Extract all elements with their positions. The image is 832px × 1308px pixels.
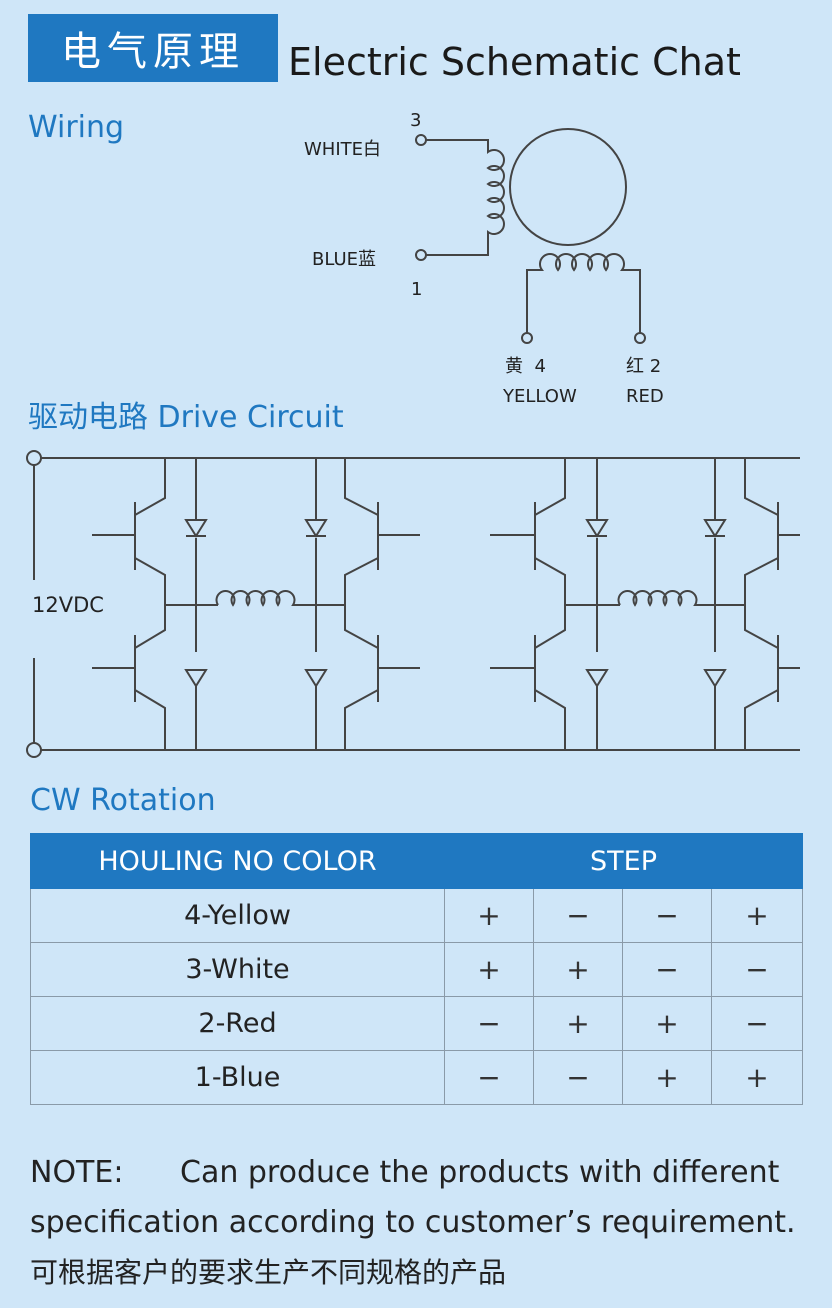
diode-d2: [184, 669, 208, 688]
step-cell: −: [533, 888, 623, 943]
rotation-heading: CW Rotation: [30, 783, 216, 818]
step-cell: −: [622, 888, 712, 943]
wiring-heading: Wiring: [28, 110, 125, 145]
motor-circle: [509, 128, 627, 246]
transistor-q2: [92, 605, 166, 750]
terminal-negative: [26, 742, 42, 758]
pin3-label: WHITE白: [304, 139, 381, 160]
transistor-q4: [344, 605, 420, 750]
cw-rotation-table: HOULING NO COLOR STEP 4-Yellow + − − + 3…: [30, 833, 804, 1105]
coil-white-blue: [426, 139, 505, 256]
terminal-4: [521, 332, 533, 344]
diode-d8: [703, 669, 727, 688]
row-name: 2-Red: [30, 996, 445, 1051]
transistor-q3: [344, 458, 420, 605]
note-line-1: NOTE: Can produce the products with diffe…: [30, 1148, 820, 1198]
transistor-q8: [744, 605, 800, 750]
pin1-label: BLUE蓝: [312, 249, 376, 270]
drive-heading: 驱动电路 Drive Circuit: [28, 400, 344, 435]
step-cell: −: [710, 942, 804, 997]
note-line-3: 可根据客户的要求生产不同规格的产品: [30, 1256, 507, 1289]
diode-d5: [585, 519, 609, 538]
pin2-label: 红 2: [626, 356, 661, 377]
step-cell: −: [444, 1050, 534, 1105]
note-text-1: Can produce the products with different: [180, 1155, 780, 1190]
column-header-step: STEP: [443, 833, 804, 889]
page-title: Electric Schematic Chat: [288, 40, 741, 84]
diode-d1: [184, 519, 208, 538]
row-name: 1-Blue: [30, 1050, 445, 1105]
diode-d7: [703, 519, 727, 538]
step-cell: −: [444, 996, 534, 1051]
step-cell: +: [622, 996, 712, 1051]
step-cell: +: [533, 996, 623, 1051]
voltage-label: 12VDC: [32, 593, 104, 617]
note-block: NOTE: Can produce the products with diffe…: [30, 1148, 820, 1298]
table-row: 2-Red − + + −: [30, 996, 804, 1051]
terminal-positive: [26, 450, 42, 466]
step-cell: +: [444, 888, 534, 943]
terminal-3: [415, 134, 427, 146]
note-label: NOTE:: [30, 1155, 124, 1190]
step-cell: +: [710, 888, 804, 943]
table-row: 1-Blue − − + +: [30, 1050, 804, 1105]
step-cell: +: [622, 1050, 712, 1105]
row-name: 3-White: [30, 942, 445, 997]
pin3-number: 3: [410, 110, 421, 131]
pin2-color: RED: [626, 386, 664, 407]
step-cell: −: [533, 1050, 623, 1105]
wiring-diagram: 3 WHITE白 BLUE蓝 1 黄 4 YELLOW 红 2 RED: [304, 110, 664, 407]
diode-d3: [304, 519, 328, 538]
title-badge: 电气原理: [28, 14, 278, 82]
transistor-q7: [744, 458, 800, 605]
transistor-q5: [490, 458, 566, 605]
motor-coil-right: [617, 590, 720, 607]
diode-d6: [585, 669, 609, 688]
note-line-2: specification according to customer’s re…: [30, 1205, 796, 1240]
row-name: 4-Yellow: [30, 888, 445, 943]
table-row: 4-Yellow + − − +: [30, 888, 804, 943]
motor-coil-left: [215, 590, 320, 607]
column-header-color: HOULING NO COLOR: [30, 833, 445, 889]
pin4-label: 黄 4: [505, 356, 546, 377]
pin1-number: 1: [411, 279, 422, 300]
coil-yellow-red: [526, 253, 641, 333]
drive-circuit-diagram: 12VDC: [26, 450, 800, 758]
table-header-row: HOULING NO COLOR STEP: [30, 833, 804, 889]
diode-d4: [304, 669, 328, 688]
step-cell: +: [444, 942, 534, 997]
transistor-q6: [490, 605, 566, 750]
pin4-color: YELLOW: [502, 386, 577, 407]
step-cell: −: [710, 996, 804, 1051]
step-cell: +: [533, 942, 623, 997]
transistor-q1: [92, 458, 166, 605]
step-cell: +: [710, 1050, 804, 1105]
step-cell: −: [622, 942, 712, 997]
terminal-2: [634, 332, 646, 344]
terminal-1: [415, 249, 427, 261]
table-row: 3-White + + − −: [30, 942, 804, 997]
